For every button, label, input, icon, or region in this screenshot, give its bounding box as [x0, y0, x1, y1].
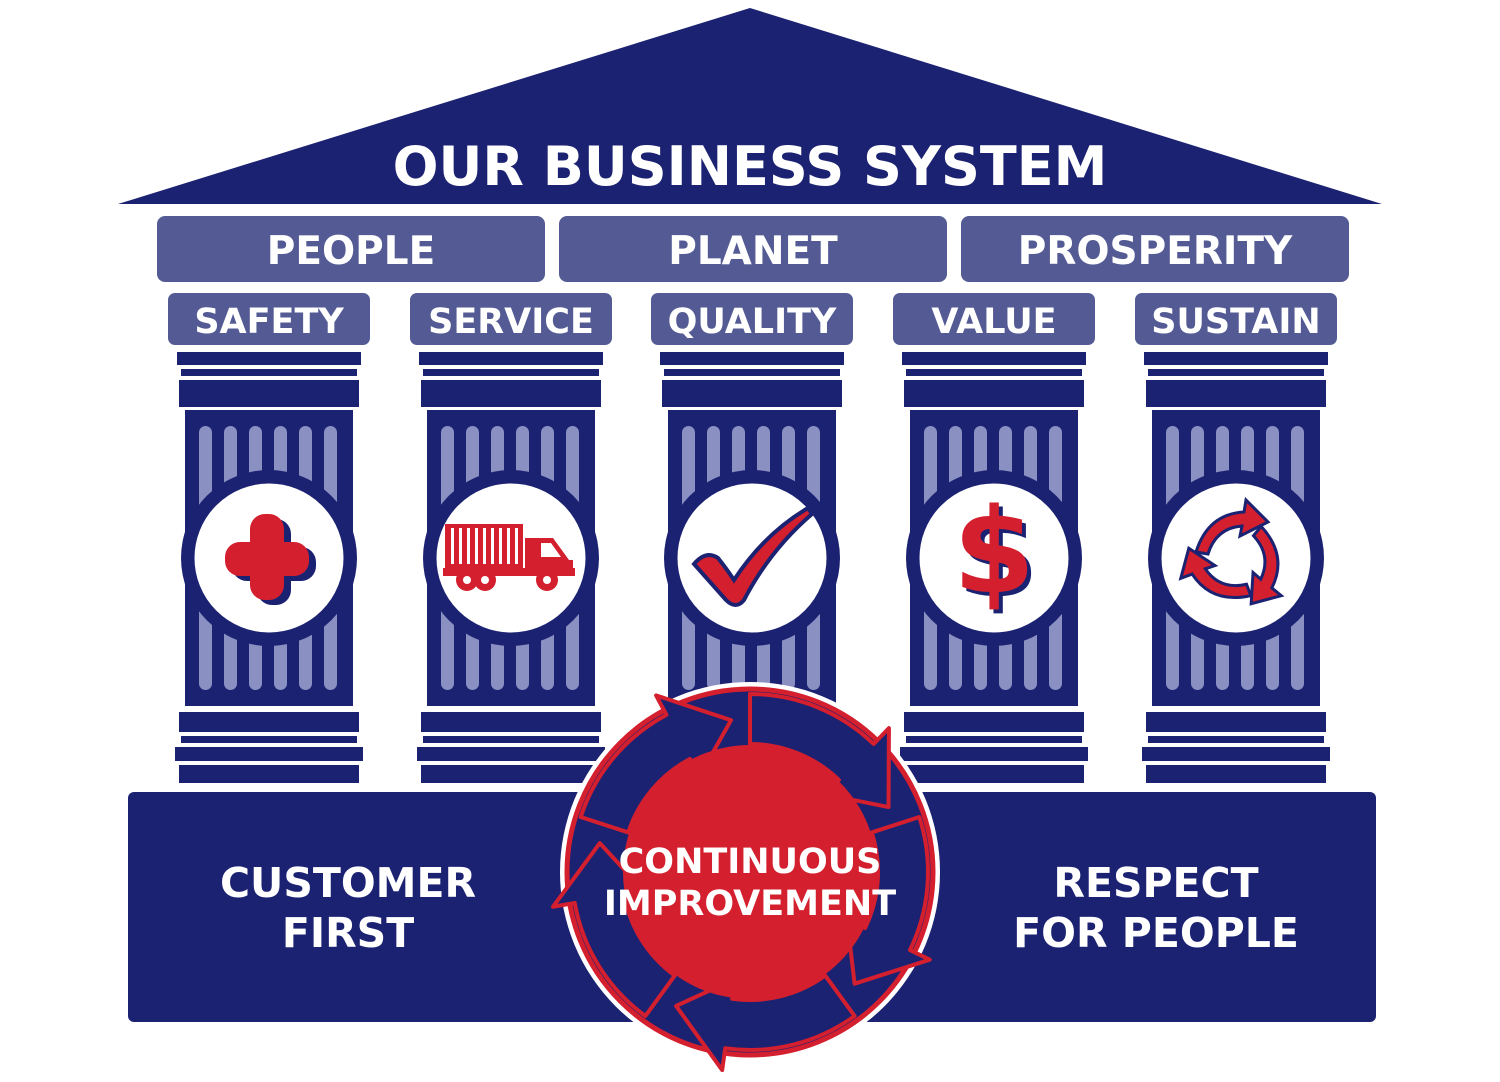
pillar-capital — [1146, 380, 1326, 407]
pillar-capital — [906, 369, 1082, 376]
recycle-icon — [1178, 496, 1285, 606]
pillar-base — [175, 747, 363, 761]
pillar-base — [904, 712, 1084, 732]
pillar-medallion-face — [916, 480, 1072, 636]
medical-cross-icon — [225, 514, 316, 605]
band-box — [961, 216, 1349, 282]
pillar-label-box — [893, 293, 1095, 345]
pillar-base — [417, 747, 605, 761]
pillar-label: VALUE — [931, 302, 1056, 342]
continuous-label: CONTINUOUS — [619, 842, 882, 882]
continuous-improvement: CONTINUOUS IMPROVEMENT — [551, 682, 940, 1073]
pillar-base — [421, 712, 601, 732]
pillar-capital — [1148, 369, 1324, 376]
improvement-label: IMPROVEMENT — [604, 884, 896, 924]
pillar-base — [904, 765, 1084, 783]
pillar-value: VALUE $$ — [893, 293, 1095, 783]
checkmark-icon — [691, 505, 815, 607]
cycle-center — [623, 745, 877, 999]
pillar-base — [1146, 765, 1326, 783]
pillar-capital — [419, 352, 603, 365]
pillar-capital — [1144, 352, 1328, 365]
pillar-label: QUALITY — [668, 302, 837, 342]
band-label-prosperity: PROSPERITY — [1018, 229, 1293, 274]
band-label-planet: PLANET — [668, 229, 838, 274]
value-bands: PEOPLE PLANET PROSPERITY — [157, 216, 1349, 282]
pillar-service: SERVICE — [410, 293, 612, 783]
band-box — [157, 216, 545, 282]
pillar-base — [906, 736, 1082, 743]
respect-for-people-line1: RESPECT — [1053, 859, 1258, 907]
pillar-medallion-face — [1158, 480, 1314, 636]
pillar-base — [1146, 712, 1326, 732]
pillar-label-box — [1135, 293, 1337, 345]
pillar-base — [423, 736, 599, 743]
pillar-base — [179, 712, 359, 732]
pillar-label-box — [651, 293, 853, 345]
roof-pediment — [118, 8, 1382, 204]
cycle-arrow — [578, 693, 734, 835]
band-people: PEOPLE — [157, 216, 545, 282]
pillar-base — [179, 765, 359, 783]
band-label-people: PEOPLE — [267, 229, 435, 274]
pillar-label: SAFETY — [194, 302, 344, 342]
dollar-sign-icon: $$ — [953, 482, 1039, 624]
pillar-label: SERVICE — [428, 302, 594, 342]
band-box — [559, 216, 947, 282]
pillars: SAFETY SERVICE QUALITY VALUE $$ SUSTAIN — [168, 293, 1337, 783]
pillar-label-box — [168, 293, 370, 345]
pillar-base — [181, 736, 357, 743]
cycle-arrow — [674, 973, 857, 1073]
cycle-arrow — [748, 692, 891, 810]
cycle-arrow — [551, 841, 677, 1019]
svg-text:$: $ — [957, 486, 1039, 624]
pillar-base — [1148, 736, 1324, 743]
pillar-sustain: SUSTAIN — [1135, 293, 1337, 783]
pillar-base — [900, 747, 1088, 761]
cycle-arrow — [845, 814, 932, 986]
pillar-base — [421, 765, 601, 783]
pillar-capital — [664, 369, 840, 376]
pillar-capital — [904, 380, 1084, 407]
pillar-capital — [421, 380, 601, 407]
pillar-safety: SAFETY — [168, 293, 370, 783]
diagram-title: OUR BUSINESS SYSTEM — [393, 135, 1108, 198]
pillar-capital — [181, 369, 357, 376]
roof: OUR BUSINESS SYSTEM — [118, 8, 1382, 204]
svg-text:$: $ — [953, 482, 1035, 620]
pillar-capital — [902, 352, 1086, 365]
pillar-base — [1142, 747, 1330, 761]
pillar-capital — [179, 380, 359, 407]
customer-first-line1: CUSTOMER — [220, 859, 476, 907]
pillar-capital — [660, 352, 844, 365]
cycle-arrows-icon — [551, 692, 932, 1073]
pillar-capital — [423, 369, 599, 376]
pillar-label: SUSTAIN — [1151, 302, 1320, 342]
pillar-capital — [662, 380, 842, 407]
band-planet: PLANET — [559, 216, 947, 282]
pillar-label-box — [410, 293, 612, 345]
delivery-truck-icon — [443, 524, 575, 591]
customer-first-line2: FIRST — [282, 909, 414, 957]
band-prosperity: PROSPERITY — [961, 216, 1349, 282]
respect-for-people-line2: FOR PEOPLE — [1013, 909, 1299, 957]
pillar-capital — [177, 352, 361, 365]
